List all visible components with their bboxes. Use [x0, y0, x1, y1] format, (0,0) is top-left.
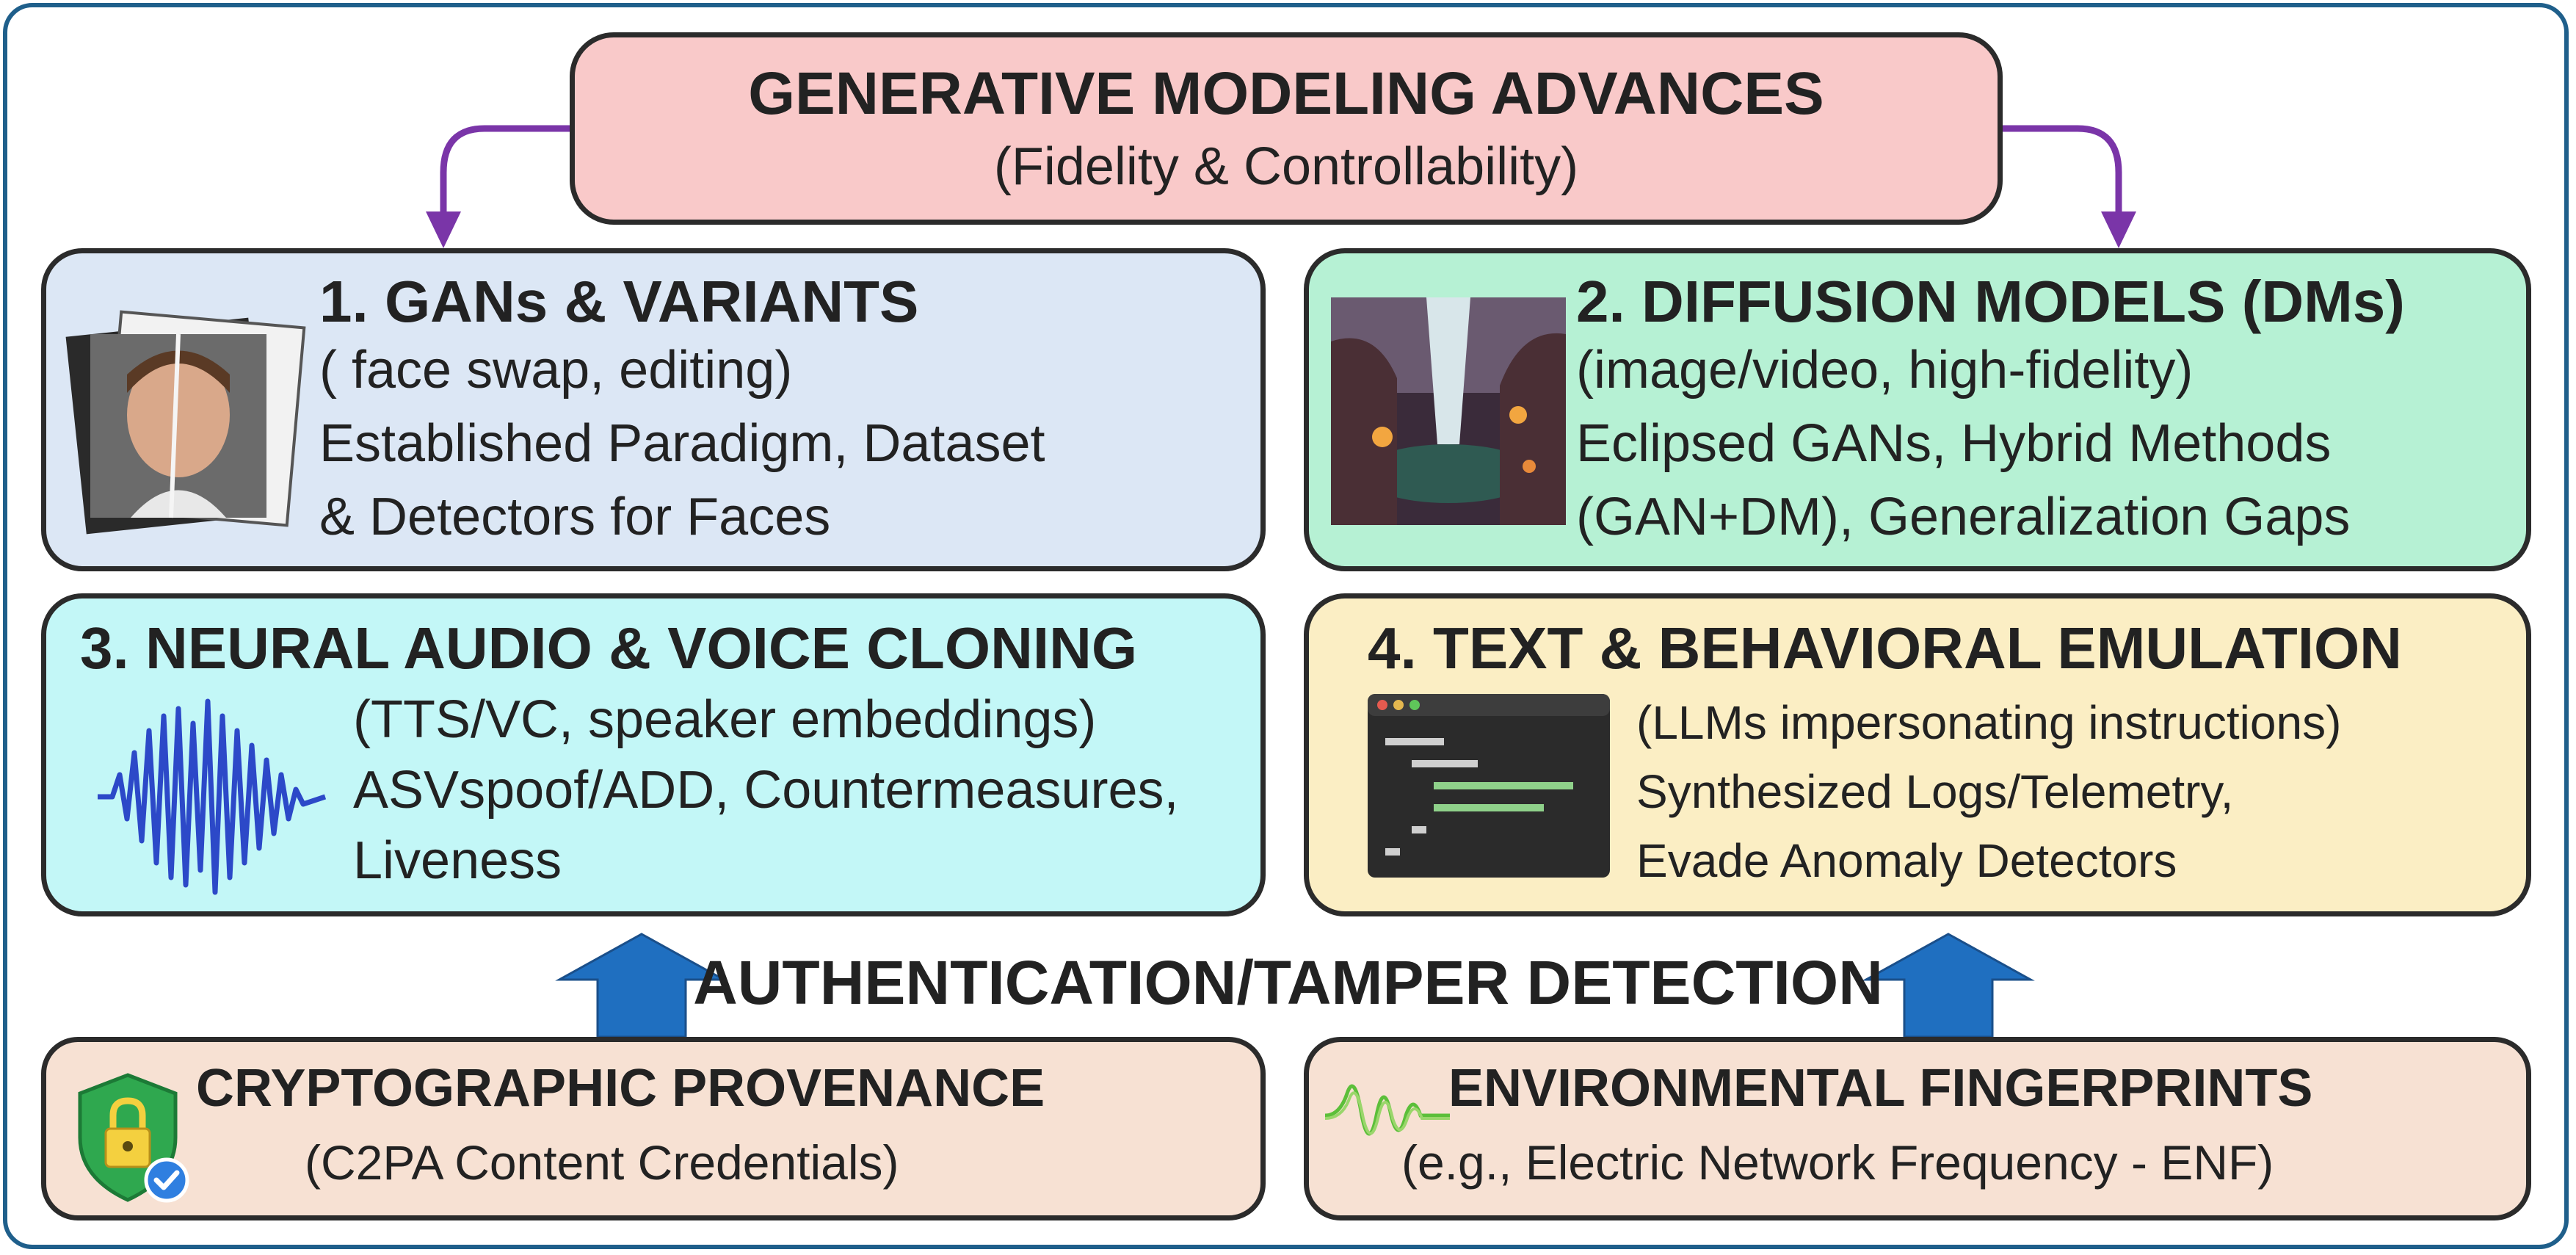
- category-gans-line-1: ( face swap, editing): [319, 341, 793, 399]
- face-swap-icon: [65, 310, 306, 535]
- code-terminal-icon: [1368, 694, 1610, 878]
- method-provenance-title: CRYPTOGRAPHIC PROVENANCE: [196, 1059, 1045, 1118]
- category-diffusion-line-1: (image/video, high-fidelity): [1576, 341, 2194, 399]
- category-gans-line-2: Established Paradigm, Dataset: [319, 414, 1045, 473]
- category-text-line-1: (LLMs impersonating instructions): [1636, 696, 2342, 749]
- waveform-icon: [1324, 1084, 1450, 1136]
- method-provenance-subtitle: (C2PA Content Credentials): [305, 1135, 899, 1190]
- category-text-line-3: Evade Anomaly Detectors: [1636, 834, 2177, 887]
- diffusion-image-icon: [1331, 297, 1566, 525]
- outer-frame: [3, 3, 2569, 1249]
- header-box: GENERATIVE MODELING ADVANCES (Fidelity &…: [570, 32, 2003, 225]
- category-audio: 3. NEURAL AUDIO & VOICE CLONING (TTS/VC,…: [41, 593, 1266, 916]
- connector-left-head: [426, 211, 461, 248]
- method-fingerprints-subtitle: (e.g., Electric Network Frequency - ENF): [1401, 1135, 2274, 1190]
- category-audio-line-2: ASVspoof/ADD, Countermeasures,: [353, 761, 1179, 820]
- method-fingerprints-title: ENVIRONMENTAL FINGERPRINTS: [1448, 1059, 2313, 1118]
- shield-lock-icon: [78, 1073, 189, 1203]
- category-diffusion-line-3: (GAN+DM), Generalization Gaps: [1576, 488, 2351, 546]
- category-text-line-2: Synthesized Logs/Telemetry,: [1636, 765, 2234, 818]
- category-audio-line-3: Liveness: [353, 831, 562, 890]
- connector-left: [440, 125, 570, 220]
- category-diffusion: 2. DIFFUSION MODELS (DMs) (image/video, …: [1304, 248, 2531, 571]
- category-diffusion-title: 2. DIFFUSION MODELS (DMs): [1576, 269, 2405, 334]
- category-diffusion-line-2: Eclipsed GANs, Hybrid Methods: [1576, 414, 2332, 473]
- method-fingerprints: ENVIRONMENTAL FINGERPRINTS (e.g., Electr…: [1304, 1037, 2531, 1220]
- header-title: GENERATIVE MODELING ADVANCES: [748, 60, 1824, 127]
- category-text: 4. TEXT & BEHAVIORAL EMULATION (LLMs imp…: [1304, 593, 2531, 916]
- category-gans-title: 1. GANs & VARIANTS: [319, 269, 919, 334]
- connector-right-head: [2101, 211, 2136, 248]
- category-gans: 1. GANs & VARIANTS ( face swap, editing)…: [41, 248, 1266, 571]
- category-gans-line-3: & Detectors for Faces: [319, 488, 831, 546]
- method-provenance: CRYPTOGRAPHIC PROVENANCE (C2PA Content C…: [41, 1037, 1266, 1220]
- detection-label: AUTHENTICATION/TAMPER DETECTION: [693, 948, 1883, 1017]
- category-audio-line-1: (TTS/VC, speaker embeddings): [353, 690, 1097, 749]
- category-text-title: 4. TEXT & BEHAVIORAL EMULATION: [1368, 615, 2402, 681]
- header-subtitle: (Fidelity & Controllability): [993, 137, 1579, 196]
- category-audio-title: 3. NEURAL AUDIO & VOICE CLONING: [80, 615, 1138, 681]
- connector-right: [2003, 125, 2122, 220]
- audio-wave-icon: [98, 698, 327, 895]
